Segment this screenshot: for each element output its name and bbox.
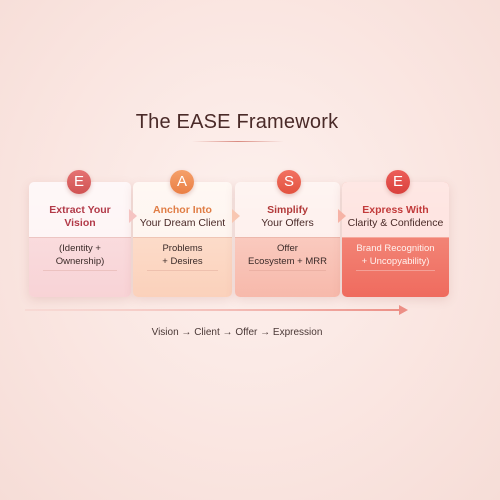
step-card-anchor: Anchor Into Your Dream Client Problems +… (133, 182, 232, 297)
step-desc-line: + Desires (162, 256, 203, 267)
title-underline (192, 141, 284, 142)
step-desc-line: Problems (162, 243, 203, 254)
step-card-simplify: Simplify Your Offers Offer Ecosystem + M… (235, 182, 340, 297)
chevron-right-icon (338, 209, 346, 223)
step-card-extract: Extract Your Vision (Identity + Ownershi… (29, 182, 131, 297)
step-heading-line: Vision (64, 217, 96, 229)
step-heading-line: Clarity & Confidence (347, 217, 444, 229)
step-description: Brand Recognition + Uncopyability) (342, 242, 449, 268)
step-desc-line: Ecosystem + MRR (248, 256, 327, 267)
step-heading: Anchor Into Your Dream Client (133, 204, 232, 230)
step-heading: Simplify Your Offers (235, 204, 340, 230)
step-desc-line: Brand Recognition (356, 243, 435, 254)
chevron-right-icon (232, 209, 240, 223)
step-description: (Identity + Ownership) (29, 242, 131, 268)
badge-e2-icon: E (386, 170, 410, 194)
step-heading: Express With Clarity & Confidence (342, 204, 449, 230)
step-heading-line: Simplify (267, 204, 308, 216)
flow-caption: Vision → Client → Offer → Expression (151, 327, 323, 338)
badge-a-icon: A (170, 170, 194, 194)
step-desc-line: Offer (277, 243, 298, 254)
chevron-right-icon (129, 209, 137, 223)
step-card-express: Express With Clarity & Confidence Brand … (342, 182, 449, 297)
step-description: Offer Ecosystem + MRR (235, 242, 340, 268)
step-desc-line: + Uncopyability) (361, 256, 430, 267)
page-title: The EASE Framework (135, 111, 339, 133)
step-desc-line: (Identity + (59, 243, 101, 254)
step-heading: Extract Your Vision (29, 204, 131, 230)
badge-e-icon: E (67, 170, 91, 194)
step-description: Problems + Desires (133, 242, 232, 268)
step-heading-line: Your Offers (261, 217, 314, 229)
badge-s-icon: S (277, 170, 301, 194)
step-heading-line: Express With (362, 204, 429, 216)
step-heading-line: Anchor Into (153, 204, 212, 216)
step-heading-line: Extract Your (49, 204, 111, 216)
step-heading-line: Your Dream Client (139, 217, 226, 229)
step-desc-line: Ownership) (55, 256, 105, 267)
flow-arrow-icon (25, 305, 408, 315)
